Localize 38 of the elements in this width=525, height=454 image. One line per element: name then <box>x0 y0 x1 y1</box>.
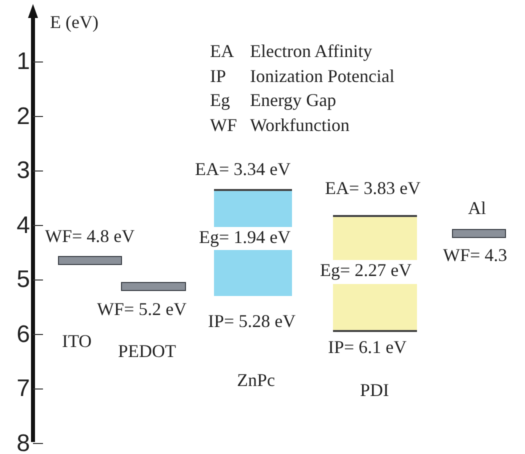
legend-text: WF <box>210 114 237 134</box>
tick-label: 6 <box>16 322 30 346</box>
legend-text: IP <box>210 66 226 86</box>
tick-label: 3 <box>16 159 30 183</box>
legend-text: Energy Gap <box>250 90 336 110</box>
energy-band-box <box>333 215 417 260</box>
energy-level-bar <box>452 229 506 238</box>
legend-text: Workfunction <box>250 114 350 134</box>
tick-label: 5 <box>16 268 30 292</box>
legend-text: Electron Affinity <box>250 41 372 61</box>
energy-value-label: ZnPc <box>237 370 275 390</box>
energy-band-box <box>333 284 417 332</box>
tick-label: 1 <box>16 50 30 74</box>
energy-value-label: PDI <box>360 380 390 400</box>
energy-level-bar <box>58 256 122 265</box>
legend-text: Ionization Potencial <box>250 66 394 86</box>
energy-band-box <box>214 250 292 296</box>
tick-label: 7 <box>16 377 30 401</box>
energy-value-label: IP= 6.1 eV <box>328 337 407 357</box>
legend-text: Eg <box>210 90 230 110</box>
tick-label: 2 <box>16 104 30 128</box>
energy-value-label: EA= 3.83 eV <box>325 178 421 198</box>
energy-value-label: WF= 4.8 eV <box>45 226 135 246</box>
energy-value-label: IP= 5.28 eV <box>208 311 296 331</box>
energy-value-label: Eg= 1.94 eV <box>199 227 291 247</box>
energy-value-label: Eg= 2.27 eV <box>320 260 412 280</box>
energy-value-label: PEDOT <box>118 341 176 361</box>
legend-text: EA <box>210 41 234 61</box>
energy-value-label: EA= 3.34 eV <box>195 159 291 179</box>
energy-level-bar <box>121 282 186 291</box>
energy-value-label: WF= 5.2 eV <box>97 299 187 319</box>
energy-value-label: ITO <box>62 331 92 351</box>
energy-band-box <box>214 189 292 227</box>
axis-title: E (eV) <box>50 12 98 32</box>
energy-value-label: WF= 4.3 <box>443 245 508 265</box>
energy-value-label: Al <box>468 198 486 218</box>
tick-label: 8 <box>16 432 30 454</box>
tick-label: 4 <box>16 214 30 238</box>
